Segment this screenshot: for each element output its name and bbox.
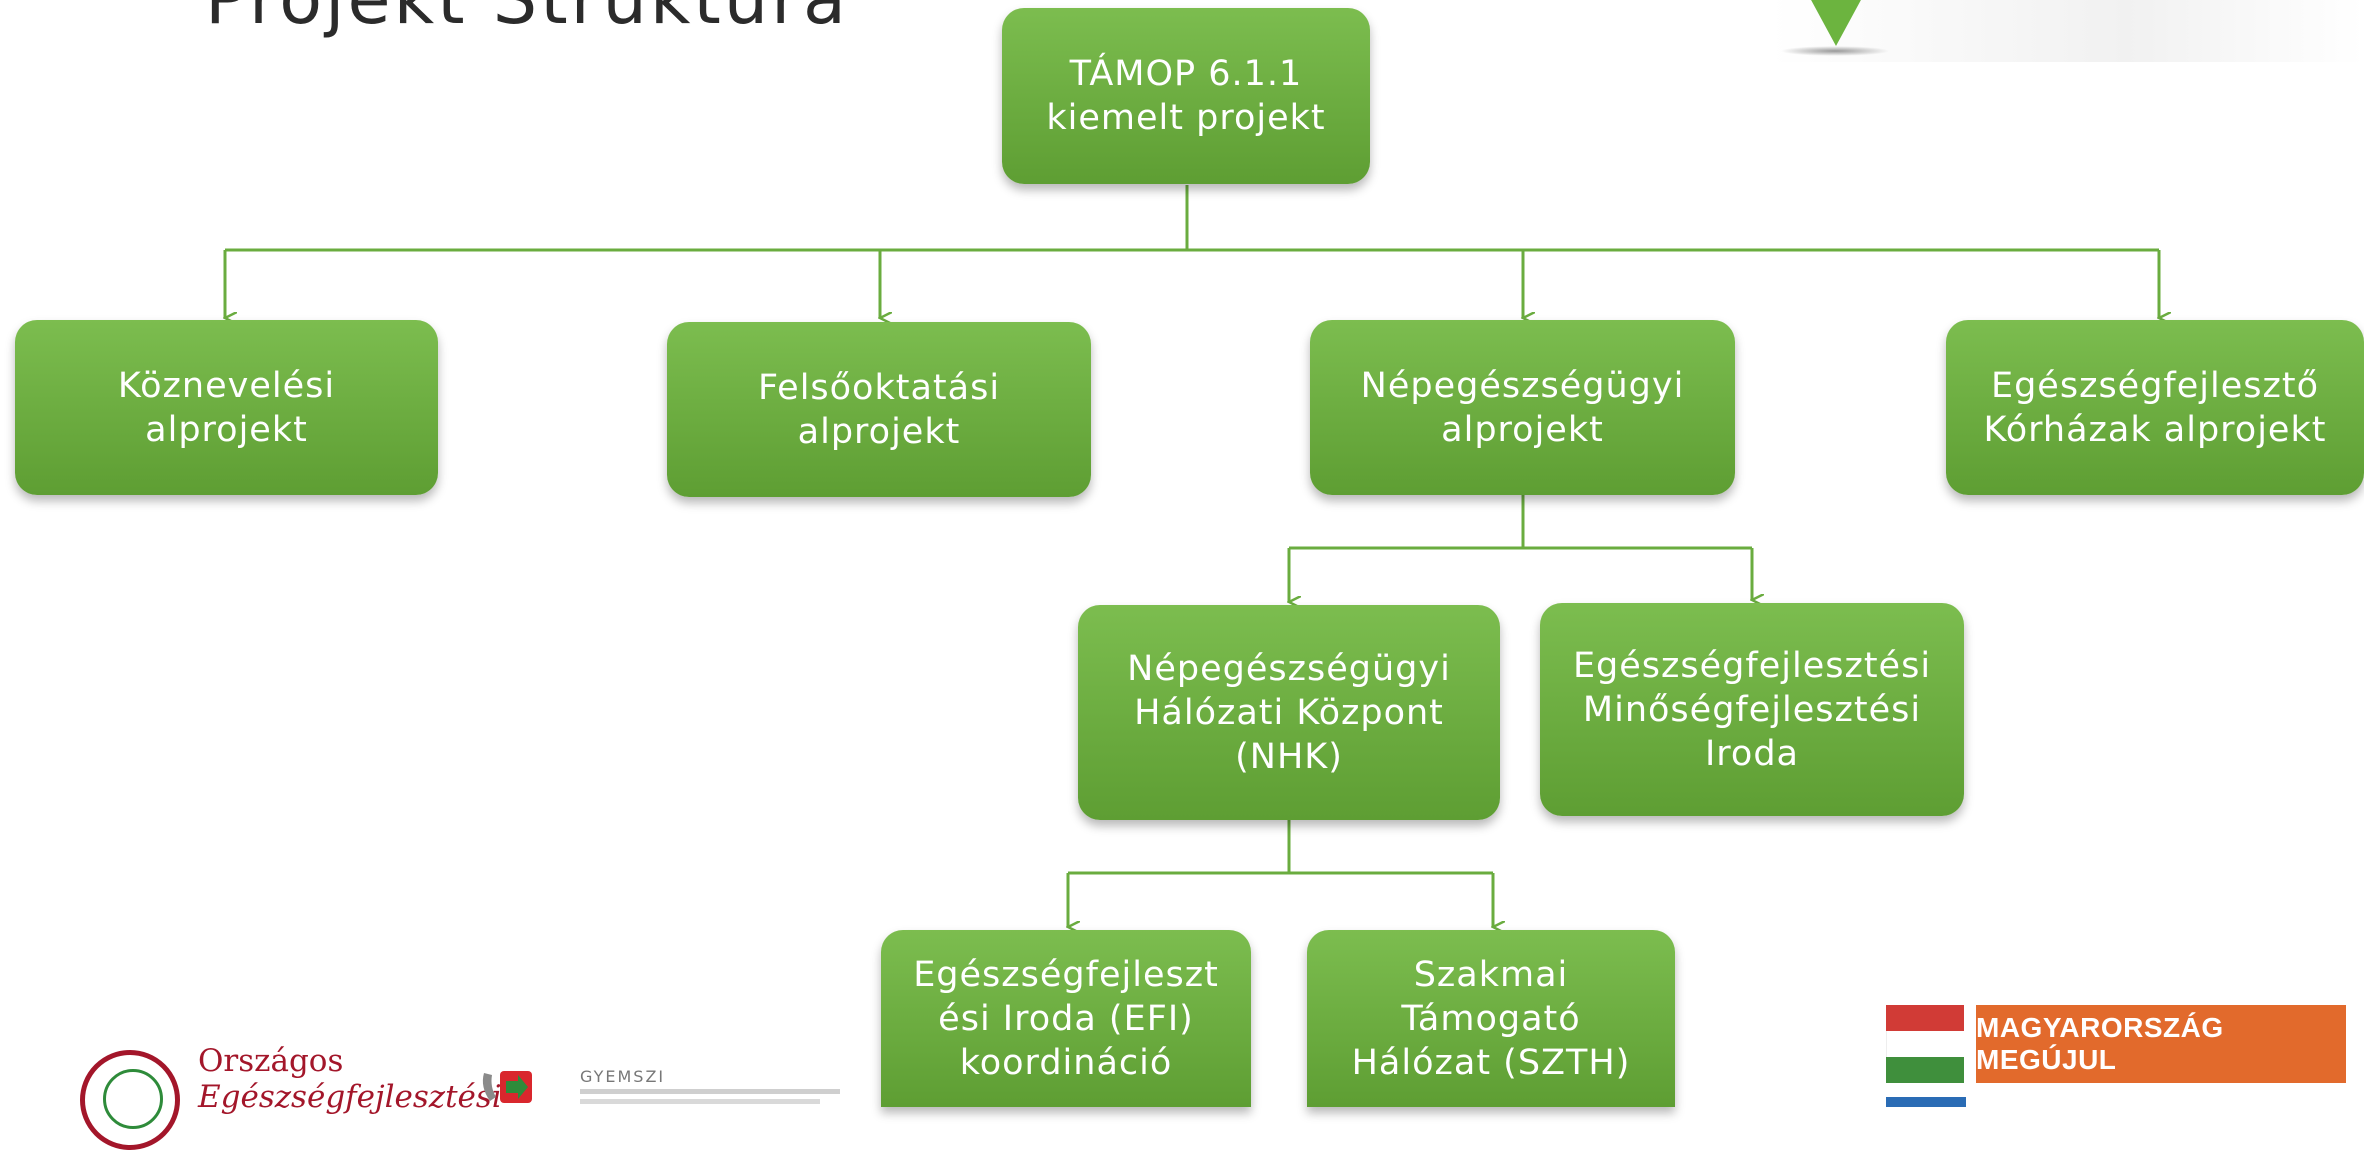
connector-lines (0, 185, 2364, 1107)
node-efi-label: Egészségfejleszt ési Iroda (EFI) koordin… (913, 954, 1219, 1083)
gyemszi-logo: GYEMSZI (480, 1063, 840, 1107)
oefi-logo: Országos Egészségfejlesztési (80, 1043, 502, 1150)
page-title: Projekt Struktúra (205, 0, 849, 40)
gyemszi-logo-icon (482, 1071, 532, 1103)
node-korhaz: Egészségfejlesztő Kórházak alprojekt (1946, 320, 2364, 495)
node-root-label: TÁMOP 6.1.1 kiemelt projekt (1046, 54, 1326, 138)
node-kozneveles: Köznevelési alprojekt (15, 320, 438, 495)
green-down-arrow-icon (1810, 0, 1862, 46)
node-korhaz-label: Egészségfejlesztő Kórházak alprojekt (1983, 365, 2327, 450)
node-nepegeszseg: Népegészségügyi alprojekt (1310, 320, 1735, 495)
node-szth: Szakmai Támogató Hálózat (SZTH) (1307, 930, 1675, 1107)
magyarorszag-megujul-logo: MAGYARORSZÁG MEGÚJUL (1886, 1005, 2348, 1107)
node-nhk-label: Népegészségügyi Hálózati Központ (NHK) (1127, 648, 1451, 777)
node-nhk: Népegészségügyi Hálózati Központ (NHK) (1078, 605, 1500, 820)
header-decoration (1770, 0, 2364, 62)
node-minoseg-label: Egészségfejlesztési Minőségfejlesztési I… (1572, 645, 1932, 774)
gyemszi-logo-name: GYEMSZI (580, 1067, 666, 1086)
node-felsooktatas-label: Felsőoktatási alprojekt (757, 367, 1001, 452)
oefi-logo-icon (80, 1050, 180, 1150)
oefi-logo-line2: Egészségfejlesztési (198, 1079, 502, 1115)
node-felsooktatas: Felsőoktatási alprojekt (667, 322, 1091, 497)
node-root: TÁMOP 6.1.1 kiemelt projekt (1002, 8, 1370, 184)
oefi-logo-line1: Országos (198, 1043, 344, 1079)
hungarian-flag-icon (1886, 1005, 1964, 1083)
node-nepegeszseg-label: Népegészségügyi alprojekt (1360, 365, 1685, 450)
node-efi: Egészségfejleszt ési Iroda (EFI) koordin… (881, 930, 1251, 1107)
node-minoseg: Egészségfejlesztési Minőségfejlesztési I… (1540, 603, 1964, 816)
magyarorszag-megujul-banner: MAGYARORSZÁG MEGÚJUL (1976, 1005, 2346, 1083)
node-kozneveles-label: Köznevelési alprojekt (117, 365, 336, 450)
node-szth-label: Szakmai Támogató Hálózat (SZTH) (1351, 954, 1631, 1083)
